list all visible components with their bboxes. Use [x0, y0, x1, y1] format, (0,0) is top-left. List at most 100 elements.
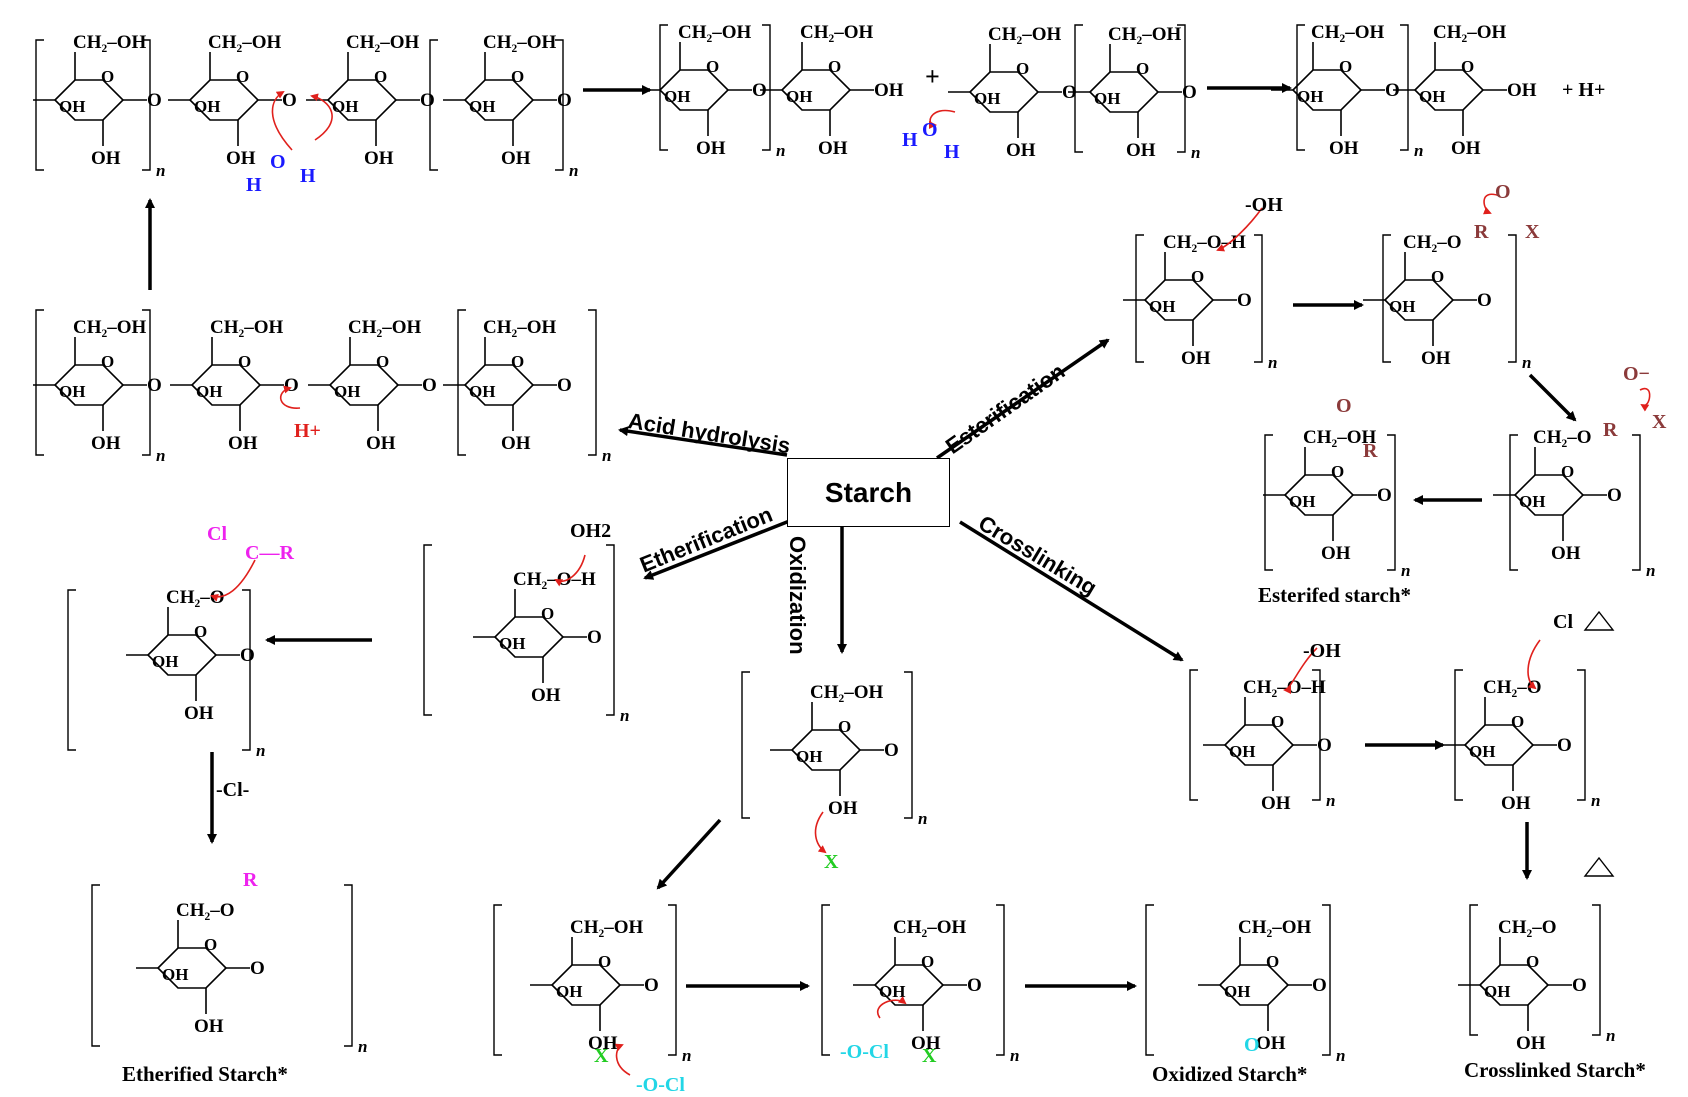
hydroxyl: OH — [1389, 297, 1415, 316]
acyl2-r: R — [1603, 419, 1618, 441]
hydroxyl: OH — [194, 1016, 224, 1037]
curve-hydroxide-ester — [1216, 207, 1263, 252]
glycosidic-o: OH — [874, 80, 904, 101]
hydroxyl: OH — [1006, 140, 1036, 161]
glycosidic-o: O — [644, 975, 659, 996]
glycosidic-o: O — [1317, 735, 1332, 756]
glycosidic-o: O — [147, 375, 162, 396]
ring-oxygen: O — [1431, 267, 1444, 286]
ch2-group: CH₂–OH — [1303, 427, 1376, 448]
ch2-group: CH₂–OH — [73, 32, 146, 53]
starch-label: Starch — [824, 476, 913, 508]
polymer-bracket: n — [493, 904, 691, 1065]
acyl-r: R — [1474, 221, 1489, 243]
ester-r: R — [1363, 440, 1378, 462]
ring-oxygen: O — [598, 952, 611, 971]
polymer-bracket: n — [457, 309, 611, 465]
hydroxyl: OH — [364, 148, 394, 169]
acyl2-x: X — [1652, 411, 1667, 433]
hydroxyl: OH — [366, 433, 396, 454]
repeat-n: n — [569, 161, 578, 180]
ether-r-group: R — [243, 869, 258, 891]
ch2-group: CH₂–OH — [210, 317, 283, 338]
polymer-bracket: n — [91, 884, 367, 1056]
glycosidic-o: O — [752, 80, 767, 101]
ring-oxygen: O — [238, 352, 251, 371]
polymer-bracket: n — [1469, 904, 1615, 1045]
hydroxyl: OH — [1419, 87, 1445, 106]
curve-water-attack — [271, 90, 293, 151]
hydroxyl: OH — [1224, 982, 1250, 1001]
hydroxyl: OH — [1451, 138, 1481, 159]
glycosidic-o: O — [557, 90, 572, 111]
hydroxyl: OH — [1321, 543, 1351, 564]
ch2-group: CH₂–OH — [1238, 917, 1311, 938]
acyl2-o: O− — [1623, 363, 1650, 385]
water-o: O — [270, 151, 286, 173]
repeat-n: n — [918, 809, 927, 828]
glycosidic-o: O — [967, 975, 982, 996]
glucose-ring-units: CH₂–OHOOHOHOCH₂–OHOOHOHOCH₂–OHOOHOHOCH₂–… — [33, 22, 1655, 1065]
ring-oxygen: O — [374, 67, 387, 86]
hypochlorite-1: -O-Cl — [636, 1074, 685, 1096]
repeat-n: n — [682, 1046, 691, 1065]
plus-sign: + — [925, 62, 940, 91]
hydroxyl: OH — [501, 433, 531, 454]
curve-water-ether — [554, 554, 586, 587]
hydroxyl: OH — [818, 138, 848, 159]
repeat-n: n — [1591, 791, 1600, 810]
hydroxyl: OH — [1261, 793, 1291, 814]
polymer-bracket: n — [35, 39, 165, 180]
curve-bond-break — [310, 93, 333, 141]
hydroxide-ester: -OH — [1245, 194, 1283, 216]
ring-oxygen: O — [511, 352, 524, 371]
ch2-group: CH₂–OH — [1311, 22, 1384, 43]
hydroxyl: OH — [974, 89, 1000, 108]
caption-oxidized-starch: Oxidized Starch* — [1152, 1062, 1308, 1086]
curve-oxide-1 — [614, 1043, 631, 1076]
ring-oxygen: O — [1266, 952, 1279, 971]
polymer-bracket: n — [1296, 24, 1423, 160]
glycosidic-o: O — [1477, 290, 1492, 311]
ch2-group: CH₂–OH — [810, 682, 883, 703]
hydroxyl: OH — [59, 97, 85, 116]
hydroxyl: OH — [1256, 1033, 1286, 1054]
oxidant-x-right: X — [922, 1045, 937, 1067]
hydroxyl: OH — [162, 965, 188, 984]
acyl-o: O — [1495, 181, 1511, 203]
ring-oxygen: O — [1271, 712, 1284, 731]
ring-oxygen: O — [1511, 712, 1524, 731]
ring-oxygen: O — [1461, 57, 1474, 76]
ring-oxygen: O — [204, 935, 217, 954]
hydroxyl: OH — [1551, 543, 1581, 564]
ch2-group: CH₂–O — [1403, 232, 1461, 253]
ch2-group: CH₂–OH — [1433, 22, 1506, 43]
hydroxyl: OH — [1469, 742, 1495, 761]
water-h-left: H — [246, 174, 262, 196]
hydroxyl: OH — [1329, 138, 1359, 159]
ring-oxygen: O — [828, 57, 841, 76]
repeat-n: n — [1268, 353, 1277, 372]
curve-hydronium — [928, 109, 956, 129]
repeat-n: n — [1646, 561, 1655, 580]
hydroxyl: OH — [1484, 982, 1510, 1001]
repeat-n: n — [1522, 353, 1531, 372]
epichloro-cl: Cl — [1553, 611, 1573, 633]
ring-oxygen: O — [921, 952, 934, 971]
ring-oxygen: O — [706, 57, 719, 76]
polymer-bracket: n — [1074, 24, 1200, 162]
